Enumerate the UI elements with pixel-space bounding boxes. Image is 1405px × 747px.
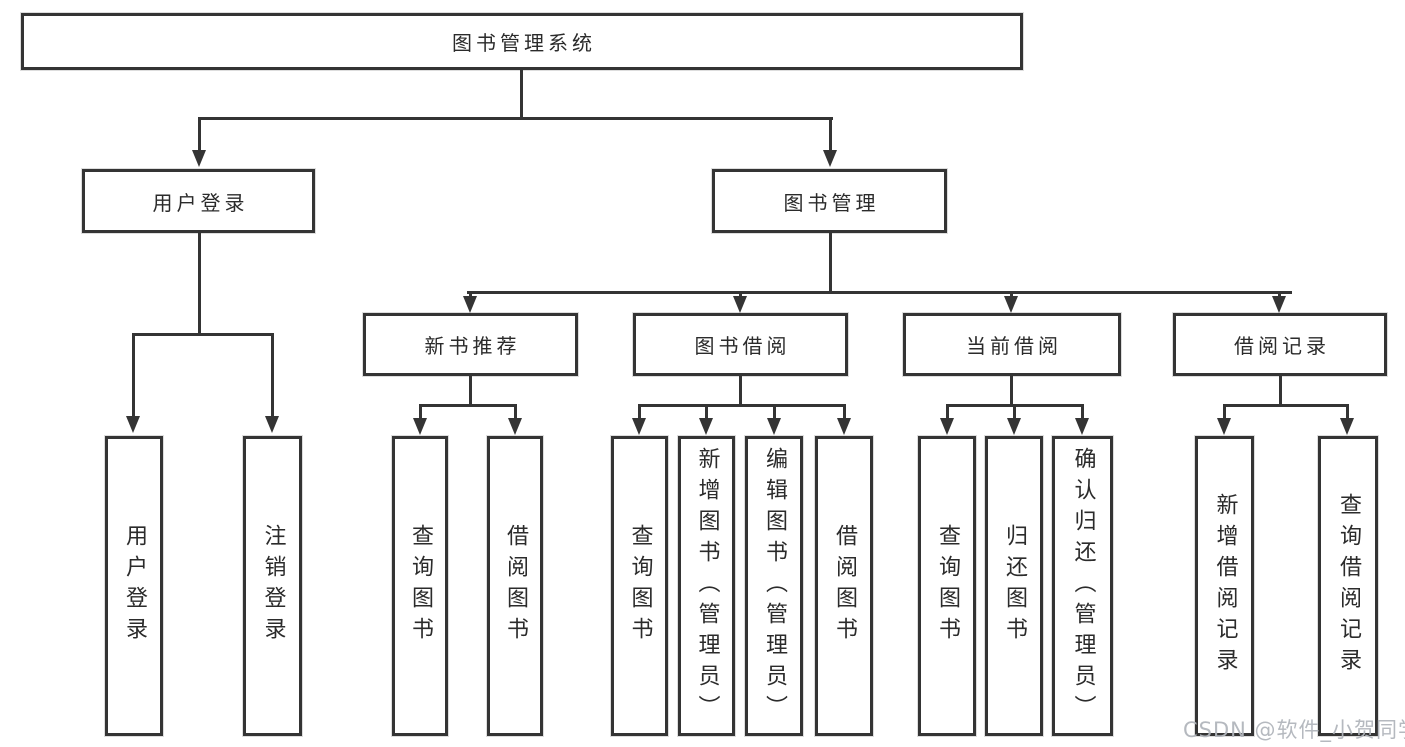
leaf-label: 归还图书 (1002, 524, 1027, 648)
edge-root-branch (198, 117, 833, 120)
arrowhead-group2-icon (733, 296, 747, 313)
leaf-label: 编辑图书（管理员） (762, 446, 787, 726)
node-book-borrow-label: 图书借阅 (694, 334, 791, 358)
leaf-label: 查询图书 (408, 524, 433, 648)
leaf-label: 注销登录 (260, 524, 286, 648)
node-leaf-query-borrow-record: 查询借阅记录 (1318, 436, 1378, 736)
arrowhead-g2-leaf2-icon (699, 418, 713, 435)
leaf-label: 新增借阅记录 (1212, 493, 1238, 679)
leaf-label: 用户登录 (122, 524, 147, 648)
arrowhead-group4-icon (1272, 296, 1286, 313)
edge-root-trunk (520, 68, 523, 119)
edge-g4-branch (1223, 404, 1349, 407)
leaf-label: 确认归还（管理员） (1070, 446, 1096, 726)
node-leaf-return-books: 归还图书 (985, 436, 1043, 736)
csdn-watermark: CSDN @软件_小贺同学 (1183, 718, 1405, 742)
node-new-book-rec-label: 新书推荐 (424, 334, 521, 358)
node-book-mgmt: 图书管理 (712, 169, 947, 233)
arrowhead-g4-leaf2-icon (1340, 418, 1354, 435)
edge-g4-leaf1-shaft (1223, 404, 1226, 420)
edge-g4-leaf2-shaft (1346, 404, 1349, 420)
node-current-borrow-label: 当前借阅 (966, 334, 1062, 358)
edge-g1-leaf1-shaft (419, 404, 422, 420)
node-leaf-user-login: 用户登录 (105, 436, 163, 736)
node-user-login: 用户登录 (82, 169, 315, 233)
node-current-borrow: 当前借阅 (903, 313, 1121, 376)
edge-g2-leaf3-shaft (773, 404, 776, 420)
leaf-label: 查询图书 (627, 524, 653, 648)
edge-g3-leaf1-shaft (946, 404, 949, 420)
node-leaf-edit-book-admin: 编辑图书（管理员） (745, 436, 803, 736)
edge-g2-leaf1-shaft (638, 404, 641, 420)
arrowhead-g2-leaf4-icon (837, 418, 851, 435)
node-leaf-borrow-books: 借阅图书 (815, 436, 873, 736)
leaf-label: 查询借阅记录 (1336, 493, 1361, 679)
node-leaf-add-borrow-record: 新增借阅记录 (1195, 436, 1254, 736)
arrowhead-g1-leaf2-icon (508, 418, 522, 435)
node-book-mgmt-label: 图书管理 (783, 190, 880, 215)
edge-g2-trunk (739, 374, 742, 406)
node-user-login-label: 用户登录 (152, 190, 249, 215)
leaf-label: 新增图书（管理员） (694, 446, 720, 726)
edge-login-leaf1-shaft (132, 333, 135, 418)
edge-g3-leaf3-shaft (1081, 404, 1084, 420)
arrowhead-group1-icon (463, 296, 477, 313)
node-leaf-confirm-return-admin: 确认归还（管理员） (1052, 436, 1113, 736)
edge-mgmt-branch (467, 291, 1292, 294)
leaf-label: 借阅图书 (832, 524, 857, 648)
node-leaf-query-books-current: 查询图书 (918, 436, 976, 736)
arrowhead-g3-leaf2-icon (1007, 418, 1021, 435)
edge-to-user-login-shaft (198, 117, 201, 152)
arrowhead-g3-leaf3-icon (1075, 418, 1089, 435)
leaf-label: 查询图书 (935, 524, 960, 648)
edge-g1-leaf2-shaft (514, 404, 517, 420)
arrowhead-g2-leaf3-icon (767, 418, 781, 435)
edge-g1-branch (419, 404, 517, 407)
node-new-book-rec: 新书推荐 (363, 313, 578, 376)
node-leaf-query-books-rec: 查询图书 (392, 436, 448, 736)
edge-g3-leaf2-shaft (1013, 404, 1016, 420)
node-borrow-records: 借阅记录 (1173, 313, 1387, 376)
node-leaf-logout: 注销登录 (243, 436, 302, 736)
node-leaf-borrow-books-rec: 借阅图书 (487, 436, 543, 736)
edge-login-trunk (198, 231, 201, 335)
edge-login-branch (132, 333, 274, 336)
node-book-borrow: 图书借阅 (633, 313, 848, 376)
node-borrow-records-label: 借阅记录 (1234, 334, 1330, 358)
edge-g2-leaf2-shaft (705, 404, 708, 420)
edge-g1-trunk (469, 374, 472, 406)
node-library-system-label: 图书管理系统 (452, 31, 596, 55)
arrowhead-login-leaf2-icon (265, 416, 279, 433)
edge-to-book-mgmt-shaft (829, 117, 832, 152)
arrowhead-login-leaf1-icon (126, 416, 140, 433)
edge-login-leaf2-shaft (271, 333, 274, 418)
arrowhead-to-user-login-icon (192, 150, 206, 167)
arrowhead-to-book-mgmt-icon (823, 150, 837, 167)
arrowhead-g3-leaf1-icon (940, 418, 954, 435)
leaf-label: 借阅图书 (503, 524, 528, 648)
arrowhead-g2-leaf1-icon (632, 418, 646, 435)
node-library-system: 图书管理系统 (21, 13, 1023, 70)
node-leaf-query-books-borrow: 查询图书 (611, 436, 668, 736)
arrowhead-g4-leaf1-icon (1217, 418, 1231, 435)
edge-g2-branch (638, 404, 846, 407)
node-leaf-add-book-admin: 新增图书（管理员） (678, 436, 735, 736)
arrowhead-group3-icon (1004, 296, 1018, 313)
edge-g2-leaf4-shaft (843, 404, 846, 420)
edge-g4-trunk (1279, 374, 1282, 406)
arrowhead-g1-leaf1-icon (413, 418, 427, 435)
edge-g3-trunk (1010, 374, 1013, 406)
edge-mgmt-trunk (829, 231, 832, 293)
